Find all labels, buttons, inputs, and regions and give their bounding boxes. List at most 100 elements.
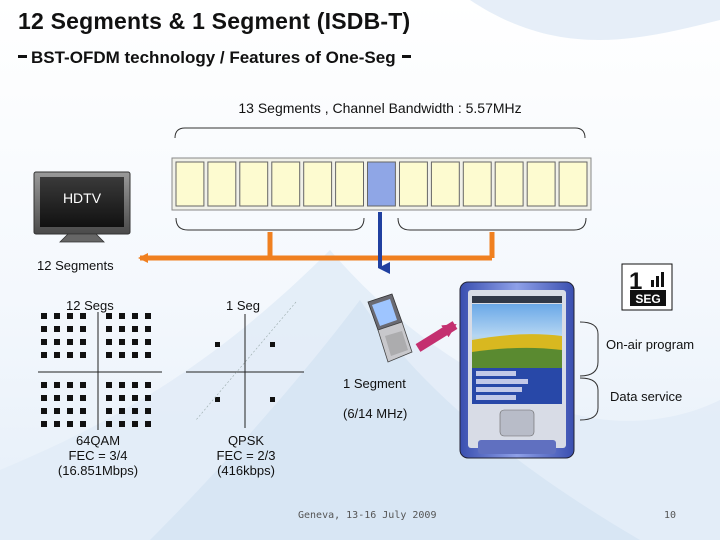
qam-point [54, 339, 60, 345]
qam-point [41, 408, 47, 414]
qam-point [106, 326, 112, 332]
hdtv-label: HDTV [62, 190, 102, 206]
qam-constellation [38, 312, 162, 430]
qpsk-rate: (416kbps) [217, 463, 275, 478]
page-number: 10 [664, 510, 677, 521]
segment-cell [271, 161, 301, 207]
lower-bracket-left [175, 217, 365, 231]
logo-text: SEG [635, 292, 660, 306]
qam-point [54, 421, 60, 427]
flip-phone-icon [367, 293, 413, 363]
qam-point [80, 326, 86, 332]
right-bracket-top [579, 321, 599, 377]
qam-caption: 64QAM FEC = 3/4 (16.851Mbps) [38, 433, 158, 478]
qam-point [132, 382, 138, 388]
qpsk-seg-label: 1 Seg [226, 298, 260, 313]
qam-point [145, 421, 151, 427]
one-segment-label: 1 Segment [343, 376, 406, 391]
qam-point [80, 352, 86, 358]
qam-point [132, 339, 138, 345]
segment-cell [558, 161, 588, 207]
qam-point [41, 421, 47, 427]
qam-point [54, 395, 60, 401]
qam-point [145, 326, 151, 332]
band-label: 13 Segments , Channel Bandwidth : 5.57MH… [238, 100, 522, 116]
qpsk-caption: QPSK FEC = 2/3 (416kbps) [194, 433, 298, 478]
segment-cell [462, 161, 492, 207]
qam-point [132, 326, 138, 332]
qam-point [67, 326, 73, 332]
segment-cell [335, 161, 365, 207]
twelve-segments-label: 12 Segments [37, 258, 114, 273]
qam-point [119, 382, 125, 388]
qam-point [119, 408, 125, 414]
qam-point [106, 352, 112, 358]
qam-point [41, 395, 47, 401]
qam-modulation: 64QAM [75, 433, 121, 448]
qam-point [145, 313, 151, 319]
footer-text: Geneva, 13-16 July 2009 [298, 510, 437, 521]
qam-point [145, 395, 151, 401]
qam-point [106, 395, 112, 401]
segment-cell [494, 161, 524, 207]
segment-cell-highlighted [367, 161, 396, 207]
segment-cell [239, 161, 269, 207]
qam-point [80, 339, 86, 345]
subtitle-dash-left [18, 55, 27, 59]
qam-fec: FEC = 3/4 [68, 448, 128, 463]
qam-point [145, 352, 151, 358]
segment-cell [526, 161, 556, 207]
qpsk-fec: FEC = 2/3 [216, 448, 276, 463]
segment-cell [175, 161, 205, 207]
segment-cell [430, 161, 460, 207]
qam-point [54, 382, 60, 388]
qam-point [132, 421, 138, 427]
one-seg-logo: 1 SEG [621, 263, 673, 311]
data-service-label: Data service [610, 389, 683, 404]
right-bracket-bottom [579, 377, 599, 421]
slide-subtitle: BST-OFDM technology / Features of One-Se… [18, 48, 411, 68]
qam-point [145, 382, 151, 388]
qam-rate: (16.851Mbps) [57, 463, 139, 478]
qam-point [80, 382, 86, 388]
qam-point [80, 421, 86, 427]
qam-point [132, 408, 138, 414]
qam-point [106, 382, 112, 388]
qam-point [67, 313, 73, 319]
qam-point [106, 408, 112, 414]
segment-cells [175, 161, 588, 207]
subtitle-text: BST-OFDM technology / Features of One-Se… [31, 48, 396, 67]
tv-icon [33, 171, 131, 243]
qam-point [106, 421, 112, 427]
segment-cell [303, 161, 333, 207]
qam-point [80, 408, 86, 414]
phone-device [459, 281, 575, 459]
magenta-arrow [415, 321, 458, 352]
onair-program-label: On-air program [606, 337, 695, 352]
qam-point [132, 395, 138, 401]
qam-point [41, 352, 47, 358]
qam-point [67, 421, 73, 427]
logo-digit: 1 [629, 268, 642, 295]
qam-point [119, 395, 125, 401]
qam-point [80, 313, 86, 319]
qam-point [54, 326, 60, 332]
qam-segs-label: 12 Segs [66, 298, 114, 313]
band-bracket [174, 127, 586, 139]
qam-point [119, 421, 125, 427]
qam-point [54, 313, 60, 319]
qam-point [145, 339, 151, 345]
qam-point [41, 326, 47, 332]
qam-point [67, 382, 73, 388]
qam-point [132, 352, 138, 358]
qam-point [106, 313, 112, 319]
qam-point [54, 408, 60, 414]
qam-point [41, 382, 47, 388]
qam-point [119, 339, 125, 345]
one-segment-bandwidth: (6/14 MHz) [343, 406, 408, 421]
subtitle-dash-right [401, 55, 411, 59]
qam-point [119, 326, 125, 332]
